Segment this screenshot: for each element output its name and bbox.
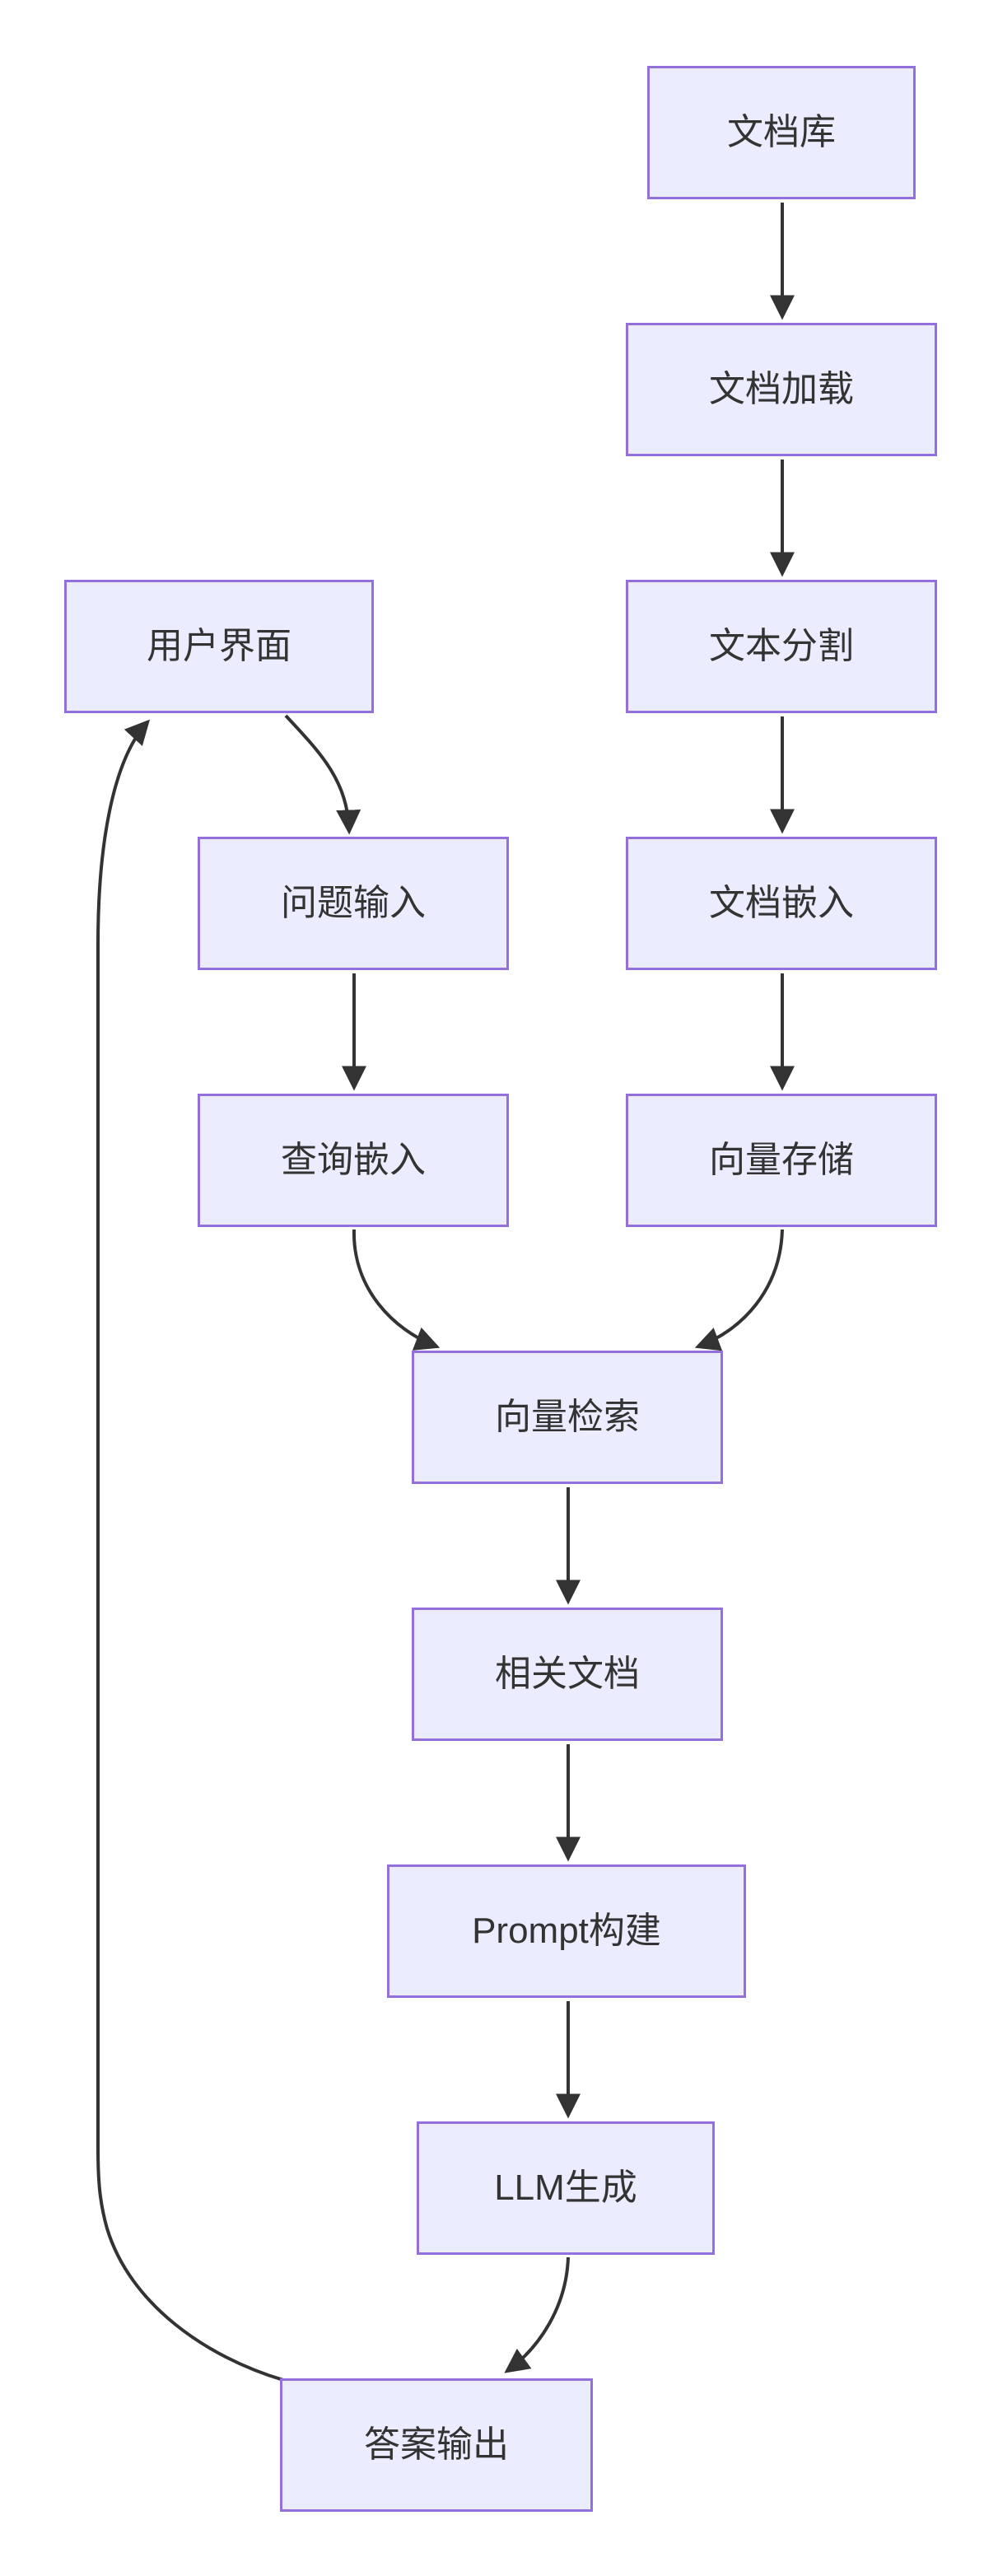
node-answer-output-label: 答案输出: [364, 2424, 509, 2465]
node-doc-loading: 文档加载: [626, 323, 937, 456]
node-related-docs: 相关文档: [412, 1608, 723, 1741]
node-user-interface: 用户界面: [64, 580, 374, 713]
node-text-splitting: 文本分割: [626, 580, 937, 713]
edge-answer-output-user-interface: [96, 719, 284, 2382]
node-vector-retrieval-label: 向量检索: [495, 1396, 640, 1437]
node-query-embedding: 查询嵌入: [198, 1094, 509, 1227]
edge-vector-storage-vector-retrieval: [694, 1229, 784, 1351]
node-text-splitting-label: 文本分割: [709, 625, 854, 666]
node-question-input-label: 问题输入: [281, 882, 426, 923]
node-llm-generation-label: LLM生成: [494, 2167, 637, 2208]
node-doc-embedding: 文档嵌入: [626, 837, 937, 970]
node-vector-retrieval: 向量检索: [412, 1351, 723, 1484]
node-question-input: 问题输入: [198, 837, 509, 970]
node-llm-generation: LLM生成: [417, 2121, 715, 2255]
node-user-interface-label: 用户界面: [147, 625, 291, 666]
node-doc-library-label: 文档库: [727, 111, 836, 152]
node-vector-storage: 向量存储: [626, 1094, 937, 1227]
node-doc-embedding-label: 文档嵌入: [709, 882, 854, 923]
node-prompt-building-label: Prompt构建: [472, 1910, 661, 1951]
edge-user-interface-question-input: [284, 714, 361, 835]
node-answer-output: 答案输出: [280, 2378, 593, 2512]
node-related-docs-label: 相关文档: [495, 1653, 640, 1694]
edge-query-embedding-vector-retrieval: [352, 1229, 441, 1351]
node-doc-loading-label: 文档加载: [709, 368, 854, 409]
node-vector-storage-label: 向量存储: [709, 1139, 854, 1180]
edge-llm-generation-answer-output: [504, 2256, 570, 2373]
node-query-embedding-label: 查询嵌入: [281, 1139, 426, 1180]
node-prompt-building: Prompt构建: [387, 1864, 746, 1998]
node-doc-library: 文档库: [647, 66, 916, 199]
